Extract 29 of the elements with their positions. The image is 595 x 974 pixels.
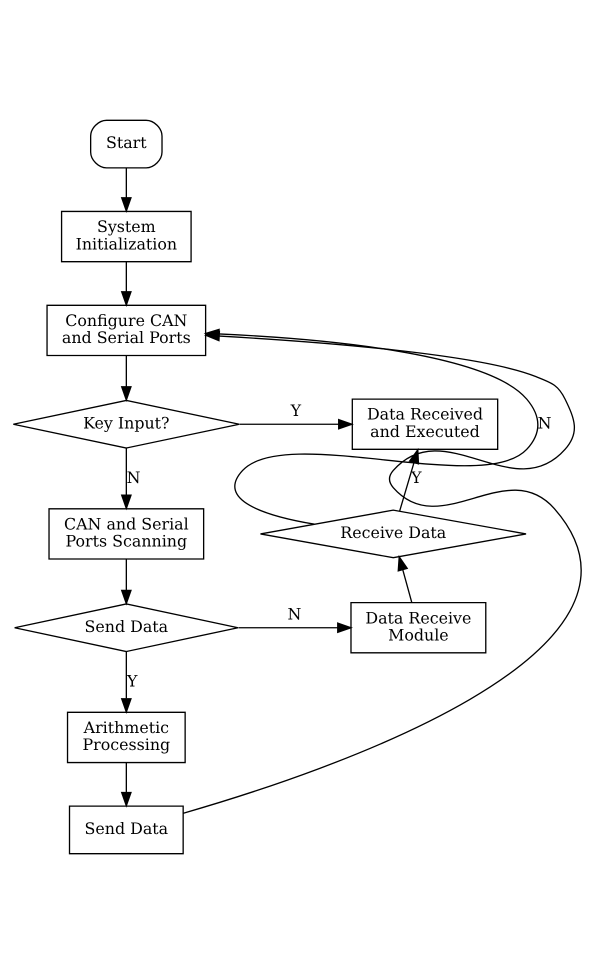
arrow [399, 448, 420, 512]
arrow [240, 418, 354, 430]
node-box: Data Receive Module [350, 602, 486, 654]
node-box: Arithmetic Processing [66, 712, 186, 764]
node-diamond: Key Input? [12, 400, 240, 449]
arrow [120, 559, 132, 606]
arrow [120, 652, 132, 714]
edge-label: Y [127, 672, 138, 691]
arrow [398, 554, 412, 603]
node-box: Send Data [68, 805, 184, 854]
arrow [120, 356, 132, 402]
node-box: Configure CAN and Serial Ports [46, 304, 206, 356]
edge-label: N [288, 604, 302, 624]
arrow [120, 168, 132, 213]
node-box: CAN and Serial Ports Scanning [48, 508, 204, 560]
arrow [120, 262, 132, 307]
node-diamond: Receive Data [260, 509, 527, 558]
edge-label: N [538, 413, 552, 432]
node-diamond: Send Data [14, 603, 239, 652]
edge-label: Y [290, 400, 302, 420]
node-box: System Initialization [60, 210, 192, 262]
node-box: Start [90, 120, 163, 169]
arrow [183, 330, 581, 814]
edge-label: Y [411, 468, 422, 488]
arrow [120, 448, 132, 510]
arrow [238, 622, 353, 634]
node-box: Data Received and Executed [352, 398, 498, 450]
edge-label: N [126, 468, 141, 488]
arrow [120, 762, 132, 808]
